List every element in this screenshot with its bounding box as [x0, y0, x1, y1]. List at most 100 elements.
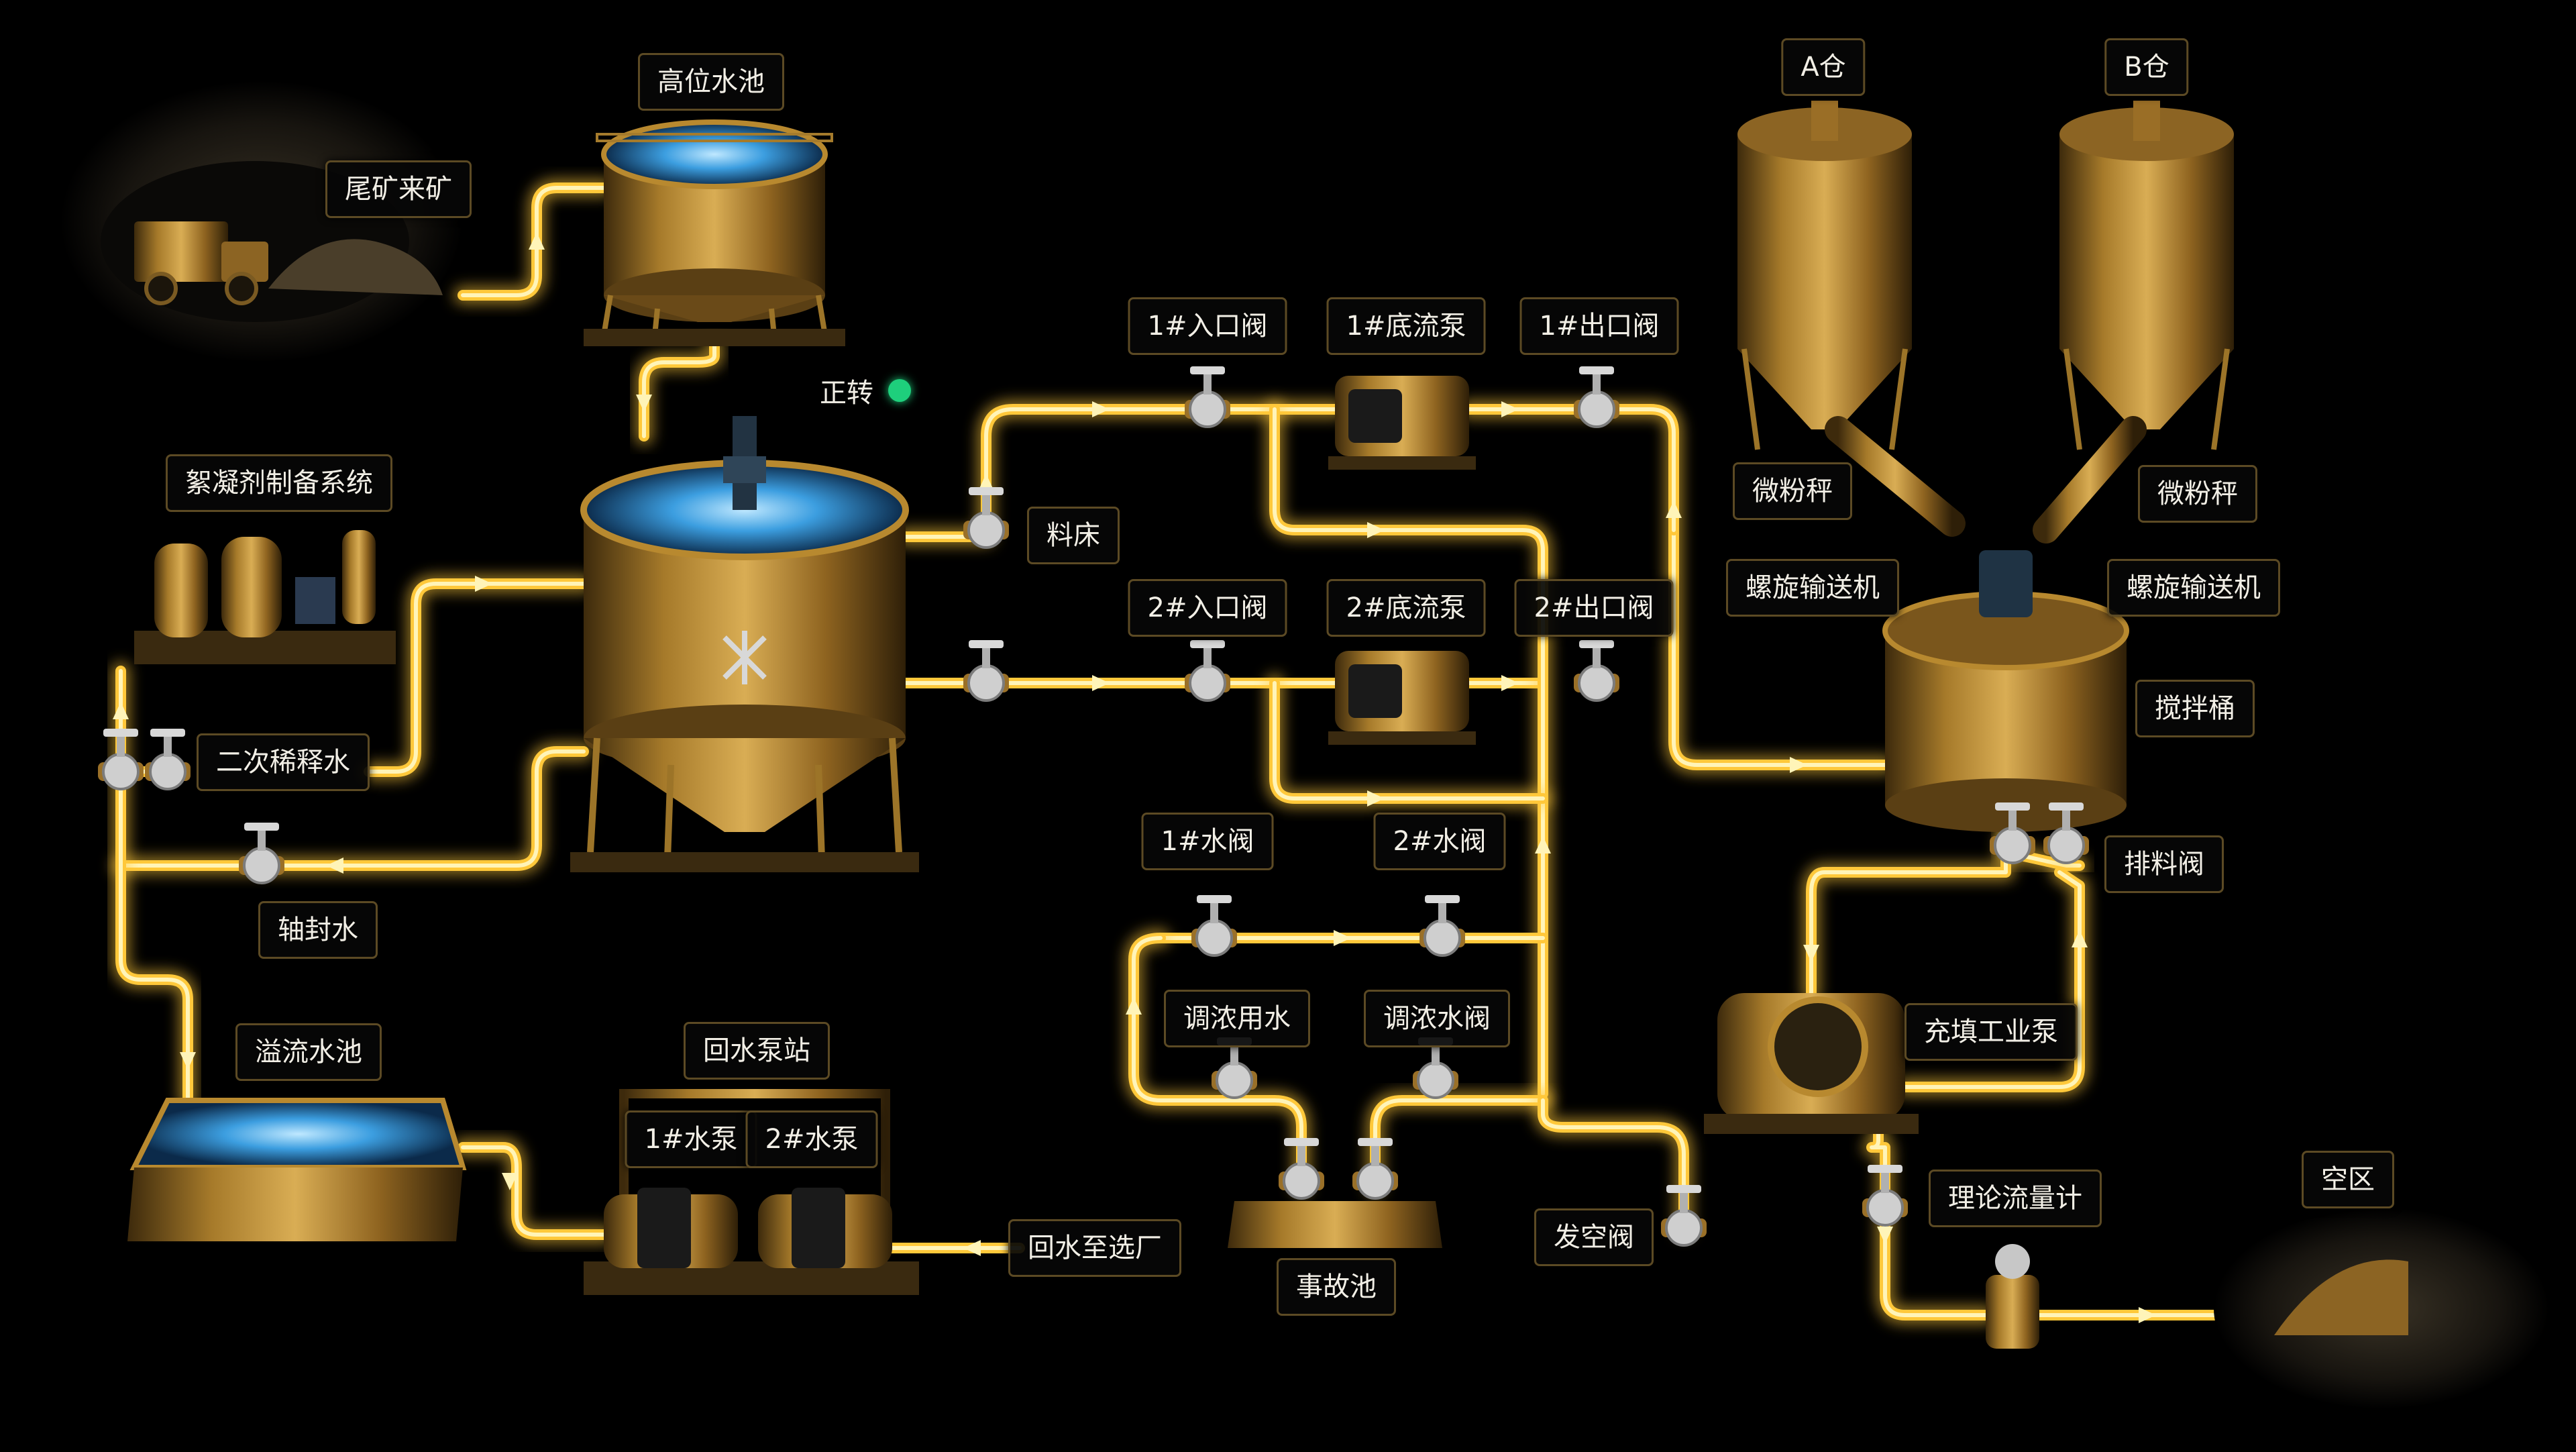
high-pool-tank-icon: [584, 119, 845, 346]
valve-dilution-icon[interactable]: [98, 729, 144, 790]
flow-arrow-icon: [2139, 1307, 2156, 1323]
label-return-station: 回水泵站: [684, 1022, 830, 1080]
label-scale-right: 微粉秤: [2138, 465, 2257, 523]
label-pump2-water: 2#水泵: [745, 1110, 878, 1168]
valves: [98, 366, 2089, 1247]
flow-arrow-icon: [1092, 401, 1110, 417]
flow-arrow-icon: [1501, 675, 1519, 691]
mixer-tank-icon: [1882, 550, 2129, 832]
label-silo-b: B仓: [2104, 38, 2189, 96]
label-water-valve1: 1#水阀: [1141, 813, 1274, 870]
valve-water1-icon[interactable]: [1191, 895, 1237, 957]
pipe-conc-loop-left: [1124, 929, 1311, 1197]
label-second-dilution: 二次稀释水: [197, 733, 370, 791]
valve-outlet1-icon[interactable]: [1574, 366, 1619, 428]
underflow-pump-2-icon: [1328, 651, 1476, 745]
flow-arrow-icon: [502, 1173, 518, 1190]
label-floc-system: 絮凝剂制备系统: [166, 454, 392, 512]
valve-seal-icon[interactable]: [239, 823, 284, 884]
pipe-floc-to-thickener: [360, 574, 593, 781]
flow-arrow-icon: [1501, 401, 1519, 417]
tailings-cave-icon: [60, 81, 463, 362]
label-screw-right: 螺旋输送机: [2107, 559, 2280, 617]
goaf-cave-icon: [2214, 1208, 2549, 1409]
label-water-valve2: 2#水阀: [1373, 813, 1506, 870]
underflow-pump-1-icon: [1328, 376, 1476, 470]
valve-meter-upper-icon[interactable]: [1862, 1165, 1908, 1227]
pipe-discharge-loop: [1802, 829, 2015, 1002]
silo-b-icon: [2059, 101, 2234, 450]
label-bed: 料床: [1027, 507, 1120, 564]
label-discharge-valve: 排料阀: [2104, 835, 2224, 893]
label-conc-water: 调浓用水: [1164, 990, 1310, 1047]
pipe-cross-upper: [1265, 400, 1552, 1103]
accident-pool-icon: [1228, 1201, 1442, 1248]
valve-outlet2-icon[interactable]: [1574, 640, 1619, 702]
label-overflow-pool: 溢流水池: [235, 1023, 382, 1081]
flow-arrow-icon: [1367, 522, 1385, 538]
valve-water2-icon[interactable]: [1419, 895, 1465, 957]
pump-status: 正转: [820, 374, 911, 409]
label-conc-valve: 调浓水阀: [1364, 990, 1510, 1047]
label-scale-left: 微粉秤: [1733, 462, 1852, 520]
flow-arrow-icon: [475, 576, 492, 592]
flow-arrow-icon: [1535, 836, 1551, 853]
label-outlet1: 1#出口阀: [1519, 297, 1679, 355]
flow-arrow-icon: [963, 1240, 981, 1256]
label-accident-pool: 事故池: [1277, 1258, 1396, 1316]
flow-arrow-icon: [1790, 757, 1807, 773]
label-fill-pump: 充填工业泵: [1904, 1003, 2078, 1061]
pipe-vent-branch: [1534, 1091, 1693, 1237]
label-screw-left: 螺旋输送机: [1726, 559, 1899, 617]
flow-arrow-icon: [1126, 997, 1142, 1015]
valve-conc-valve-icon[interactable]: [1413, 1037, 1458, 1099]
flow-arrow-icon: [113, 702, 129, 719]
pipe-network: [111, 178, 2284, 1325]
flow-arrow-icon: [1367, 790, 1385, 807]
valve-bed-lower-icon[interactable]: [963, 640, 1009, 702]
label-return-to-plant: 回水至选厂: [1008, 1219, 1181, 1277]
flow-arrow-icon: [1666, 501, 1682, 518]
silo-a-icon: [1737, 101, 1912, 450]
flow-arrow-icon: [2072, 930, 2088, 947]
flow-arrow-icon: [978, 474, 994, 491]
pipe-overflow-to-return: [453, 1138, 613, 1244]
pipe-bed-feed-upper: [896, 400, 1344, 546]
flow-arrow-icon: [1092, 675, 1110, 691]
label-high-pool: 高位水池: [638, 53, 784, 111]
valve-inlet2-icon[interactable]: [1185, 640, 1230, 702]
valve-inlet1-icon[interactable]: [1185, 366, 1230, 428]
pipe-pump1-to-outlet: [1460, 400, 1894, 774]
flow-arrow-icon: [1877, 1227, 1893, 1244]
pipe-cross-lower: [1265, 674, 1552, 808]
label-outlet2: 2#出口阀: [1514, 579, 1674, 637]
label-underflow1: 1#底流泵: [1326, 297, 1486, 355]
valve-discharge-right-icon[interactable]: [2043, 802, 2089, 864]
pipe-fill-pump-to-meter: [1862, 1125, 1995, 1325]
label-silo-a: A仓: [1781, 38, 1866, 96]
screw-conveyors-icon: [1825, 416, 2147, 543]
flow-arrow-icon: [1803, 945, 1819, 962]
valve-dilution-right-icon[interactable]: [145, 729, 191, 790]
status-text: 正转: [820, 378, 873, 409]
label-pump1-water: 1#水泵: [625, 1110, 757, 1168]
pipe-conc-loop-right: [1366, 1091, 1552, 1197]
valve-discharge-left-icon[interactable]: [1990, 802, 2035, 864]
overflow-pool-icon: [127, 1098, 467, 1241]
flow-arrow-icon: [326, 858, 343, 874]
flow-arrow-icon: [1334, 930, 1351, 946]
flow-meter-icon: [1986, 1244, 2039, 1349]
valve-bed-upper-icon[interactable]: [963, 487, 1009, 549]
label-inlet1: 1#入口阀: [1128, 297, 1287, 355]
thickener-tank-icon: [570, 416, 919, 872]
label-inlet2: 2#入口阀: [1128, 579, 1287, 637]
valve-accident-right-icon[interactable]: [1352, 1138, 1398, 1200]
label-flow-meter: 理论流量计: [1929, 1170, 2102, 1227]
pipe-thickener-left-outlet: [111, 742, 593, 875]
valve-accident-left-icon[interactable]: [1279, 1138, 1324, 1200]
flow-arrow-icon: [529, 232, 545, 250]
valve-vent-icon[interactable]: [1661, 1185, 1707, 1247]
pipe-high-pool-to-thickener: [635, 337, 724, 446]
